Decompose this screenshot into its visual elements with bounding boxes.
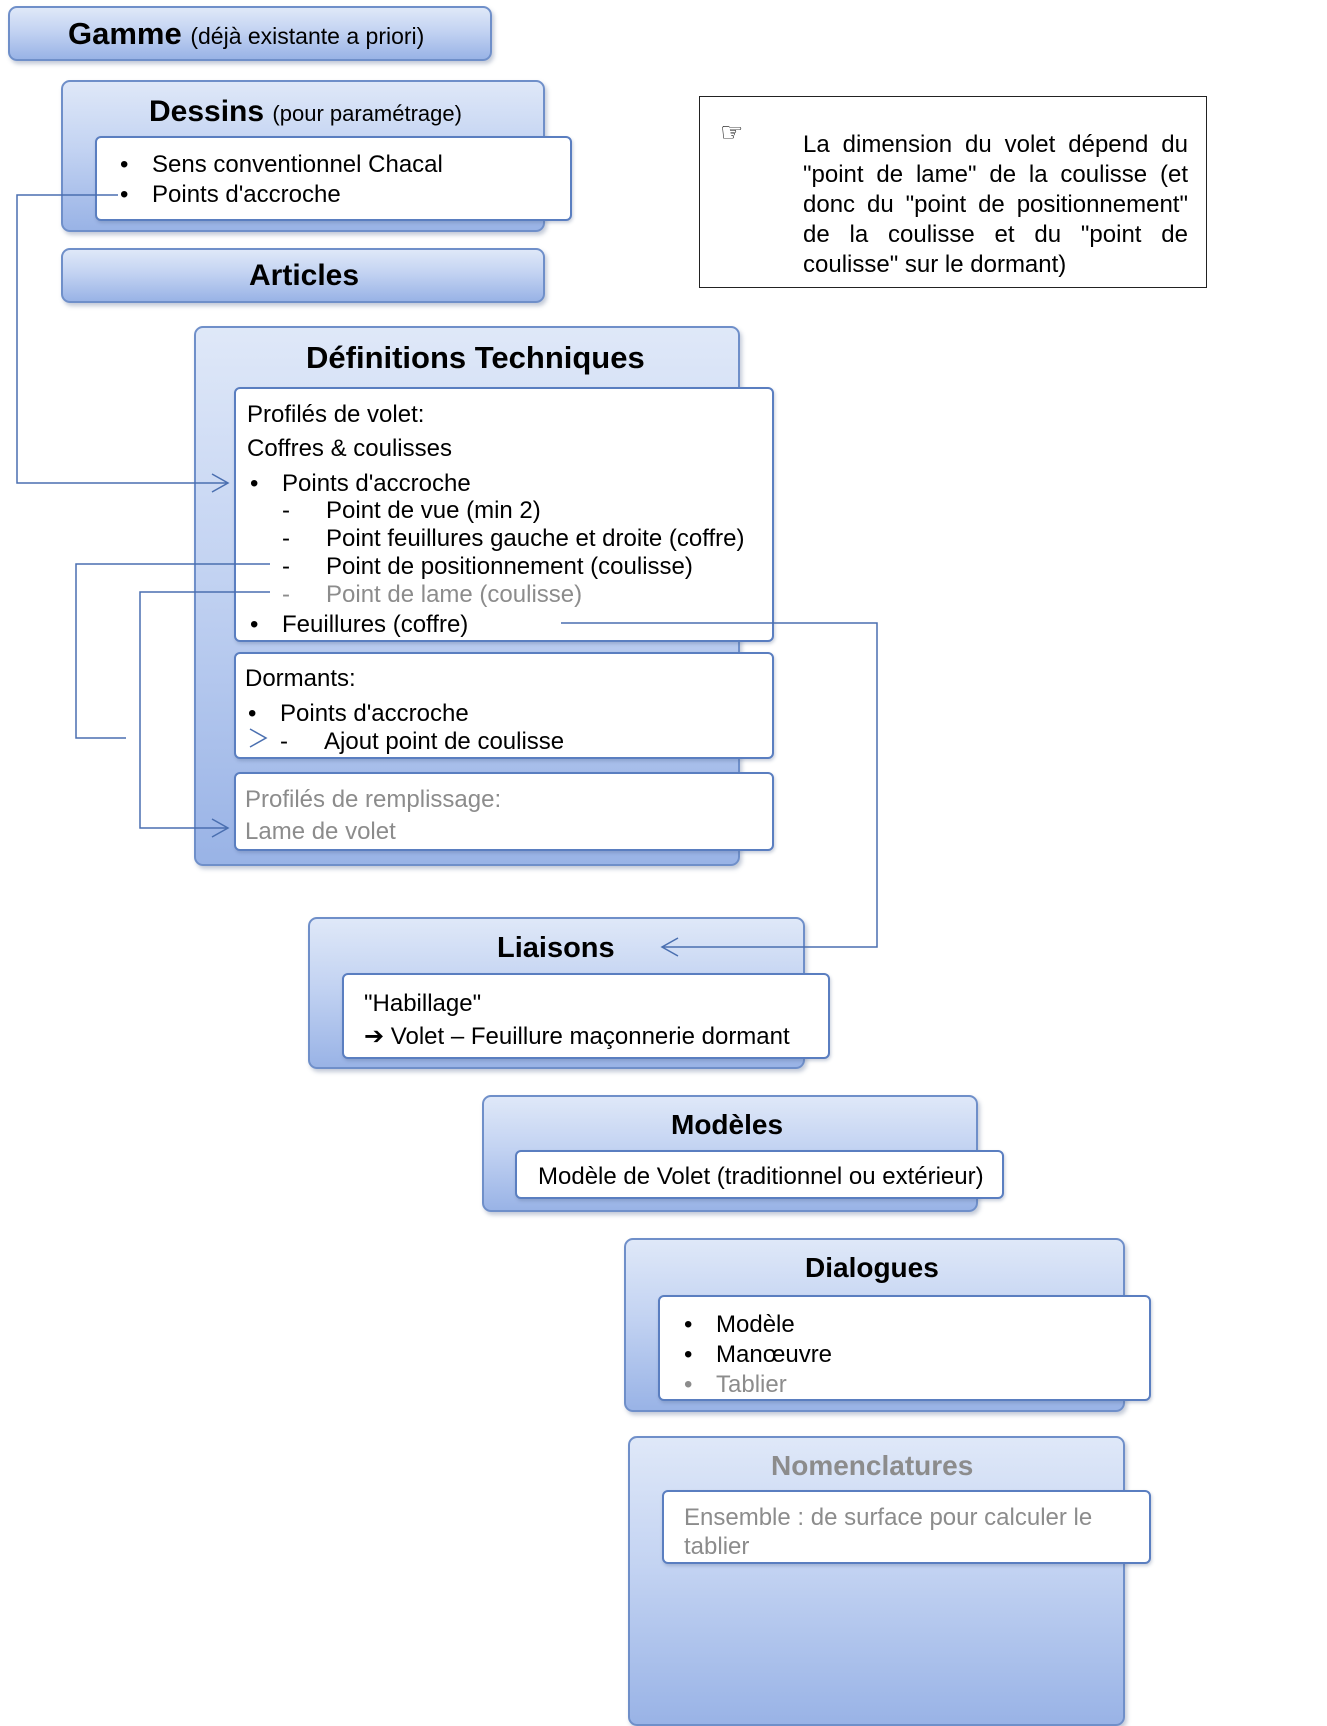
definitions-title: Définitions Techniques bbox=[306, 340, 645, 375]
dormants-dash-coulisse-text: Ajout point de coulisse bbox=[324, 728, 565, 755]
note-text: La dimension du volet dépend du "point d… bbox=[803, 131, 1188, 278]
liaisons-title: Liaisons bbox=[497, 932, 615, 964]
dialogues-item-tablier: Tablier bbox=[684, 1371, 787, 1399]
profiles-volet-dash-lame-text: Point de lame (coulisse) bbox=[326, 581, 583, 608]
dessins-item-points: Points d'accroche bbox=[120, 181, 341, 209]
nomenclatures-title: Nomenclatures bbox=[771, 1450, 974, 1481]
profiles-volet-line1: Profilés de volet: bbox=[247, 401, 425, 428]
dormants-dash-coulisse: Ajout point de coulisse bbox=[280, 728, 565, 756]
profiles-volet-dash-positionnement-text: Point de positionnement (coulisse) bbox=[326, 553, 693, 580]
nomenclatures-header bbox=[628, 1436, 1125, 1726]
dessins-title-text: Dessins bbox=[149, 95, 265, 128]
modeles-content: Modèle de Volet (traditionnel ou extérie… bbox=[515, 1150, 1004, 1199]
dessins-item-sens-text: Sens conventionnel Chacal bbox=[152, 151, 443, 178]
profiles-volet-bullet-feuillures-text: Feuillures (coffre) bbox=[282, 611, 469, 638]
liaisons-line2: ➔ Volet – Feuillure maçonnerie dormant bbox=[364, 1022, 790, 1051]
profiles-volet-dash-vue-text: Point de vue (min 2) bbox=[326, 497, 541, 524]
dialogues-content: Modèle Manœuvre Tablier bbox=[658, 1295, 1151, 1401]
profiles-volet-dash-positionnement: Point de positionnement (coulisse) bbox=[282, 553, 693, 581]
dormants-bullet-accroche-text: Points d'accroche bbox=[280, 700, 469, 727]
profiles-volet-bullet-accroche-text: Points d'accroche bbox=[282, 470, 471, 497]
profiles-volet-dash-lame: Point de lame (coulisse) bbox=[282, 581, 583, 609]
dessins-item-sens: Sens conventionnel Chacal bbox=[120, 151, 443, 179]
gamme-title-text: Gamme bbox=[68, 16, 182, 51]
liaisons-line2-text: Volet – Feuillure maçonnerie dormant bbox=[390, 1023, 790, 1050]
dormants-box: Dormants: Points d'accroche Ajout point … bbox=[234, 652, 774, 759]
dialogues-item-manoeuvre: Manœuvre bbox=[684, 1341, 833, 1369]
profiles-volet-dash-vue: Point de vue (min 2) bbox=[282, 497, 541, 525]
profiles-volet-bullet-accroche: Points d'accroche bbox=[250, 470, 471, 498]
dessins-subtitle: (pour paramétrage) bbox=[272, 101, 462, 126]
remplissage-box: Profilés de remplissage: Lame de volet bbox=[234, 772, 774, 851]
liaisons-content: "Habillage" ➔ Volet – Feuillure maçonner… bbox=[342, 973, 830, 1059]
nomenclatures-content: Ensemble : de surface pour calculer le t… bbox=[662, 1490, 1151, 1564]
dormants-line1: Dormants: bbox=[245, 665, 356, 692]
modeles-title: Modèles bbox=[671, 1109, 784, 1140]
dessins-title: Dessins (pour paramétrage) bbox=[149, 95, 462, 129]
liaisons-line1: "Habillage" bbox=[364, 990, 482, 1017]
articles-title: Articles bbox=[249, 259, 360, 292]
profiles-volet-bullet-feuillures: Feuillures (coffre) bbox=[250, 611, 469, 639]
profiles-volet-box: Profilés de volet: Coffres & coulisses P… bbox=[234, 387, 774, 642]
dormants-bullet-accroche: Points d'accroche bbox=[248, 700, 469, 728]
remplissage-line2: Lame de volet bbox=[245, 818, 396, 845]
nomenclatures-line1: Ensemble : de surface pour calculer le bbox=[684, 1504, 1093, 1531]
modeles-item: Modèle de Volet (traditionnel ou extérie… bbox=[538, 1163, 984, 1190]
profiles-volet-line2: Coffres & coulisses bbox=[247, 435, 452, 462]
dialogues-item-tablier-text: Tablier bbox=[716, 1371, 787, 1398]
gamme-header bbox=[8, 6, 492, 61]
dessins-content: Sens conventionnel Chacal Points d'accro… bbox=[95, 136, 572, 221]
note-box: ☞ La dimension du volet dépend du "point… bbox=[699, 96, 1207, 288]
gamme-subtitle: (déjà existante a priori) bbox=[190, 23, 425, 49]
nomenclatures-line2: tablier bbox=[684, 1533, 750, 1560]
gamme-title: Gamme (déjà existante a priori) bbox=[68, 16, 424, 52]
arrow-right-icon: ➔ bbox=[364, 1023, 385, 1050]
profiles-volet-dash-feuillures: Point feuillures gauche et droite (coffr… bbox=[282, 525, 745, 553]
pointing-hand-icon: ☞ bbox=[720, 117, 744, 147]
dialogues-title: Dialogues bbox=[805, 1252, 939, 1283]
dialogues-item-modele-text: Modèle bbox=[716, 1311, 795, 1338]
dialogues-item-manoeuvre-text: Manœuvre bbox=[716, 1341, 833, 1368]
dessins-item-points-text: Points d'accroche bbox=[152, 181, 341, 208]
remplissage-line1: Profilés de remplissage: bbox=[245, 786, 502, 813]
dialogues-item-modele: Modèle bbox=[684, 1311, 795, 1339]
profiles-volet-dash-feuillures-text: Point feuillures gauche et droite (coffr… bbox=[326, 525, 745, 552]
